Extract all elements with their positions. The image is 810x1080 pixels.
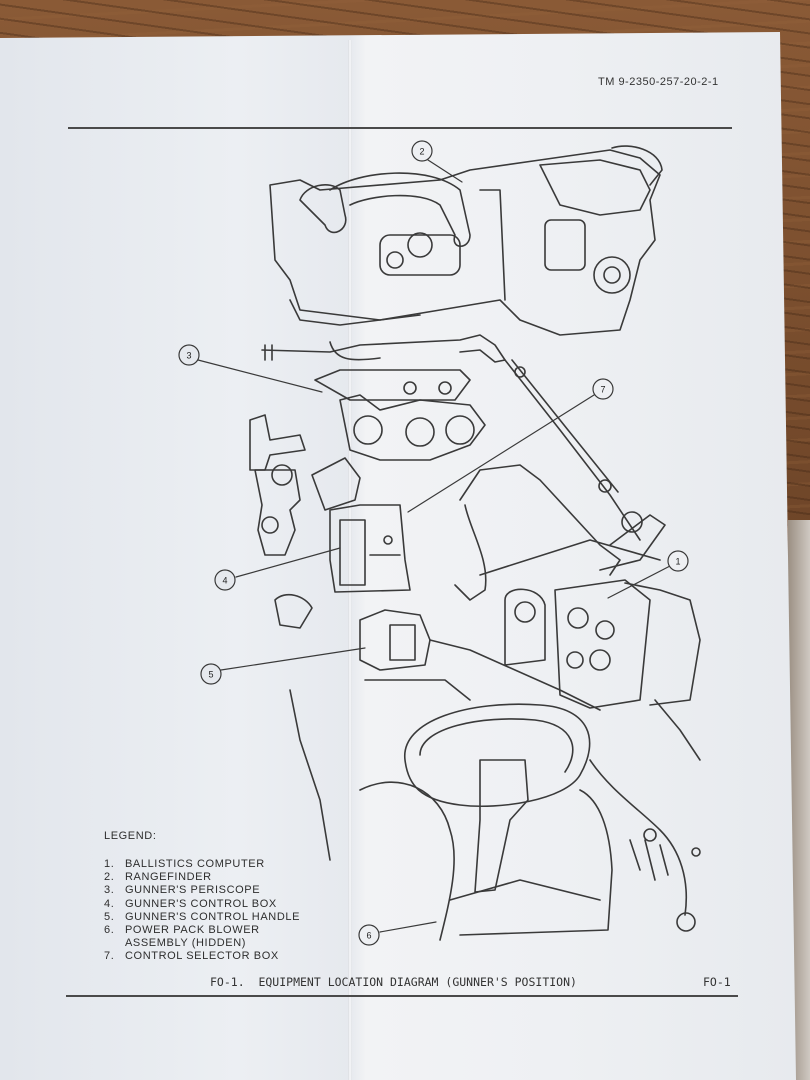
legend-item-number: 2. [104,871,115,884]
callout-5: 5 [200,663,222,685]
legend-item: 5. GUNNER'S CONTROL HANDLE [104,911,300,924]
legend-item-number: 5. [104,910,115,923]
ballistics-computer-drawing [504,579,701,709]
legend-item: 7. CONTROL SELECTOR BOX [104,950,300,963]
leader-lines [197,159,671,933]
callouts: 1 2 3 4 5 6 7 [178,140,689,946]
manual-page [0,32,796,1080]
legend-item-number: 6. [104,924,115,937]
page-fold-crease [348,40,352,1080]
linkage-drawing [454,464,666,601]
control-box-drawing [329,504,411,593]
top-rule [68,127,732,129]
legend-item: 3. GUNNER'S PERISCOPE [104,884,300,897]
svg-text:1: 1 [675,557,680,567]
periscope-drawing [261,334,643,541]
legend-item-text: CONTROL SELECTOR BOX [125,950,279,963]
legend-item-text: POWER PACK BLOWER [125,924,260,937]
callout-3: 3 [178,344,200,366]
svg-text:5: 5 [208,670,213,680]
callout-4: 4 [214,569,236,591]
legend-item: 6. POWER PACK BLOWER [104,924,300,937]
legend-item-text: RANGEFINDER [125,871,212,884]
wiring-drawing [589,699,701,932]
legend-title: LEGEND: [104,830,157,842]
bottom-rule [66,995,738,997]
legend-item-number: 1. [104,858,115,870]
svg-text:6: 6 [366,931,371,941]
legend-item-text: BALLISTICS COMPUTER [125,858,265,870]
control-handle-drawing [274,593,601,711]
legend: LEGEND: 1. BALLISTICS COMPUTER 2. RANGEF… [104,830,300,964]
legend-item-text: GUNNER'S CONTROL BOX [125,897,277,910]
gunner-seat-drawing [289,689,613,941]
legend-item-number: 3. [104,884,115,897]
figure-page-number: FO-1 [703,975,731,989]
legend-item: ASSEMBLY (HIDDEN) [104,937,300,950]
legend-item-number: 7. [104,950,115,963]
svg-text:7: 7 [600,385,605,395]
center-assembly-drawing [249,394,486,556]
callout-2: 2 [411,140,433,162]
legend-item-text: GUNNER'S PERISCOPE [125,884,261,897]
legend-item: 4. GUNNER'S CONTROL BOX [104,898,300,911]
callout-6: 6 [358,924,380,946]
legend-item-number: 4. [104,897,115,910]
callout-1: 1 [667,550,689,572]
rangefinder-drawing [269,145,663,336]
callout-7: 7 [592,378,614,400]
legend-item: 2. RANGEFINDER [104,871,300,884]
legend-item-number [104,937,125,950]
svg-text:2: 2 [419,147,424,157]
legend-item-text: ASSEMBLY (HIDDEN) [125,937,247,950]
tm-number: TM 9-2350-257-20-2-1 [598,76,719,88]
legend-item: 1. BALLISTICS COMPUTER [104,858,300,871]
svg-text:4: 4 [222,576,227,586]
svg-text:3: 3 [186,351,191,361]
legend-item-text: GUNNER'S CONTROL HANDLE [125,910,301,923]
figure-caption: FO-1. EQUIPMENT LOCATION DIAGRAM (GUNNER… [210,975,577,989]
